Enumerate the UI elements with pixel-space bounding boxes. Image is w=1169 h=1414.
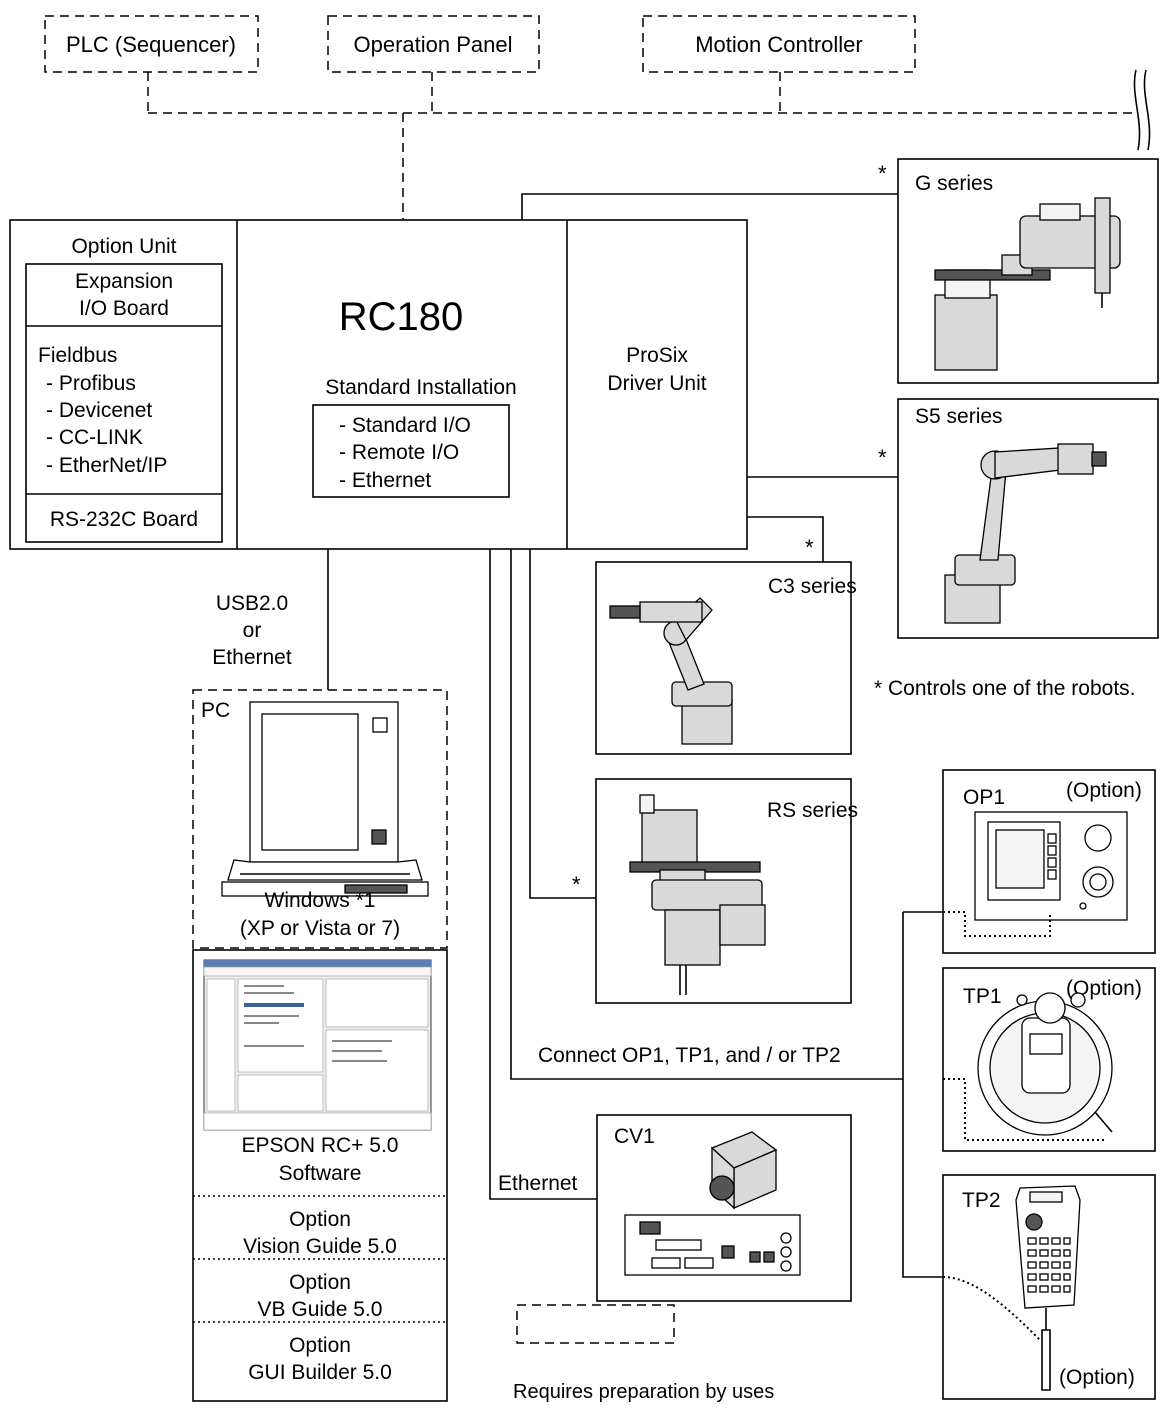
plc-box: PLC (Sequencer): [44, 15, 259, 73]
legend-text: Requires preparation by uses: [513, 1381, 774, 1403]
std-io-item: - Standard I/O: [339, 414, 471, 437]
legend: Requires preparation by uses: [513, 1304, 774, 1403]
tp2-label: TP2: [962, 1189, 1001, 1212]
rs-series-label: RS series: [767, 799, 858, 822]
operation-panel-box: Operation Panel: [327, 15, 540, 73]
c3-asterisk: *: [805, 535, 814, 560]
option-unit-title: Option Unit: [71, 235, 176, 258]
fieldbus-profibus: - Profibus: [46, 372, 136, 395]
handheld-pendant-icon: [1015, 1185, 1081, 1391]
tp2-box: TP2 (Option): [942, 1174, 1156, 1400]
vision-guide-line1: Option: [289, 1208, 351, 1231]
cv1-label: CV1: [614, 1125, 655, 1148]
connect-note: Connect OP1, TP1, and / or TP2: [538, 1044, 841, 1067]
s5-series-label: S5 series: [915, 405, 1003, 428]
controller-unit: [9, 219, 748, 550]
c3-series-box: C3 series: [595, 561, 857, 755]
pc-box: PC Windows *1 (XP or Vista or 7): [192, 689, 448, 949]
software-line2: Software: [279, 1162, 362, 1185]
fieldbus-cclink: - CC-LINK: [46, 426, 143, 449]
plc-label: PLC (Sequencer): [66, 32, 236, 57]
driver-line2: Driver Unit: [607, 372, 706, 395]
rs-asterisk: *: [572, 872, 581, 897]
rc180-section: RC180 Standard Installation - Standard I…: [312, 295, 517, 498]
motion-controller-label: Motion Controller: [695, 32, 863, 57]
expansion-line1: Expansion: [75, 270, 173, 293]
expansion-line2: I/O Board: [79, 297, 169, 320]
c3-series-label: C3 series: [768, 575, 857, 598]
tp2-cable: [942, 1276, 1041, 1341]
robots-footnote: * Controls one of the robots.: [874, 677, 1136, 700]
windows-line1: Windows *1: [265, 889, 376, 912]
gui-builder-line2: GUI Builder 5.0: [248, 1361, 392, 1384]
tp1-cable: [943, 1078, 1105, 1141]
tp1-box: TP1 (Option): [942, 967, 1156, 1152]
driver-unit: ProSix Driver Unit: [607, 344, 706, 395]
controller-name: RC180: [339, 295, 464, 339]
g-series-label: G series: [915, 172, 993, 195]
op1-option-label: (Option): [1066, 779, 1142, 802]
fieldbus-title: Fieldbus: [38, 344, 117, 367]
software-line1: EPSON RC+ 5.0: [242, 1134, 399, 1157]
software-stack: EPSON RC+ 5.0 Software Option Vision Gui…: [192, 949, 448, 1402]
tp1-label: TP1: [963, 985, 1002, 1008]
vb-guide-line1: Option: [289, 1271, 351, 1294]
compact-robot-icon: [609, 597, 733, 745]
op1-label: OP1: [963, 786, 1005, 809]
ceiling-scara-icon: [629, 794, 766, 995]
gui-builder-line1: Option: [289, 1334, 351, 1357]
op1-box: OP1 (Option): [942, 769, 1156, 954]
operation-panel-label: Operation Panel: [354, 32, 513, 57]
pc-conn-line3: Ethernet: [212, 646, 292, 669]
pc-conn-line2: or: [243, 619, 262, 642]
s5-series-box: S5 series: [897, 398, 1159, 639]
vision-controller-icon: [624, 1214, 801, 1276]
pc-conn-line1: USB2.0: [216, 592, 288, 615]
operator-panel-icon: [974, 811, 1128, 921]
remote-io-item: - Remote I/O: [339, 441, 459, 464]
tp1-option-label: (Option): [1066, 977, 1142, 1000]
rs232-label: RS-232C Board: [50, 508, 198, 531]
pc-label: PC: [201, 699, 230, 722]
rs-series-box: RS series: [595, 778, 858, 1004]
vision-guide-line2: Vision Guide 5.0: [243, 1235, 397, 1258]
keypad-icon: [1027, 1237, 1071, 1293]
cv1-box: CV1: [596, 1114, 852, 1302]
g-asterisk: *: [878, 161, 887, 186]
six-axis-robot-icon: [944, 443, 1107, 624]
legend-dashed-box: [516, 1304, 675, 1344]
teach-pendant-icon: [977, 992, 1113, 1136]
motion-controller-box: Motion Controller: [642, 15, 916, 73]
software-screenshot-icon: [203, 959, 432, 1131]
option-unit: Option Unit Expansion I/O Board Fieldbus…: [25, 235, 223, 543]
s5-asterisk: *: [878, 445, 887, 470]
windows-line2: (XP or Vista or 7): [240, 917, 400, 940]
op1-cable: [943, 911, 1051, 937]
standard-installation-label: Standard Installation: [325, 376, 516, 399]
connection-lines: [327, 193, 943, 1278]
camera-icon: [709, 1131, 778, 1210]
laptop-icon: [221, 701, 429, 897]
fieldbus-devicenet: - Devicenet: [46, 399, 152, 422]
vb-guide-line2: VB Guide 5.0: [258, 1298, 383, 1321]
scara-robot-icon: [934, 197, 1121, 371]
fieldbus-ethernetip: - EtherNet/IP: [46, 454, 167, 477]
tp2-option-label: (Option): [1059, 1366, 1135, 1389]
ethernet-item: - Ethernet: [339, 469, 431, 492]
device-bus: [147, 69, 1151, 220]
ethernet-label: Ethernet: [498, 1172, 578, 1195]
g-series-box: G series: [897, 158, 1159, 384]
break-mark: [1133, 69, 1151, 151]
driver-line1: ProSix: [626, 344, 688, 367]
